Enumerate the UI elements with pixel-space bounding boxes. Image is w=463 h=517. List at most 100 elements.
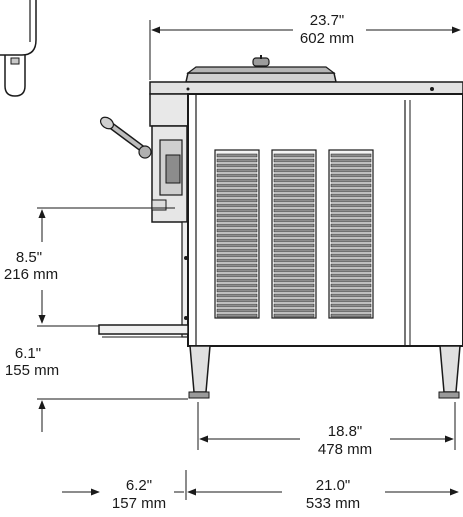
dispense-handle <box>99 116 152 159</box>
spout-clearance-metric: 216 mm <box>4 266 58 283</box>
vent-slat <box>273 283 315 288</box>
dimension-labels: 23.7" 602 mm 8.5" 216 mm 6.1" 155 mm 18.… <box>4 12 372 512</box>
vent-slat <box>273 183 315 188</box>
vent-slat <box>273 198 315 203</box>
vent-slat <box>330 283 372 288</box>
vent-slat <box>216 188 258 193</box>
vent-slat <box>330 248 372 253</box>
vent-slat <box>273 303 315 308</box>
vent-slat <box>330 198 372 203</box>
vent-slat <box>330 243 372 248</box>
vent-slat <box>216 263 258 268</box>
vent-slat <box>273 243 315 248</box>
hopper-lid <box>185 55 337 83</box>
vent-slat <box>330 253 372 258</box>
vent-slat <box>273 188 315 193</box>
vent-slat <box>273 218 315 223</box>
leg-height-metric: 155 mm <box>5 362 59 379</box>
vent-slat <box>216 158 258 163</box>
vent-slat <box>216 218 258 223</box>
vent-slat <box>216 203 258 208</box>
vent-slat <box>216 308 258 313</box>
vent-slat <box>273 233 315 238</box>
vent-slat <box>216 283 258 288</box>
vent-slat <box>216 273 258 278</box>
vent-slat <box>330 183 372 188</box>
vent-slat <box>273 268 315 273</box>
vent-slat <box>330 288 372 293</box>
vent-slat <box>330 258 372 263</box>
vent-slat <box>216 288 258 293</box>
vent-slat <box>330 313 372 318</box>
vent-slat <box>273 308 315 313</box>
vent-slat <box>330 278 372 283</box>
vent-slat <box>330 273 372 278</box>
vent-slat <box>216 193 258 198</box>
vent-slat <box>216 253 258 258</box>
vent-slat <box>273 213 315 218</box>
vent-slat <box>273 208 315 213</box>
vent-slat <box>330 228 372 233</box>
vent-slat <box>216 183 258 188</box>
vent-slat <box>216 268 258 273</box>
vent-grille <box>214 149 374 319</box>
vent-slat <box>273 203 315 208</box>
vent-slat <box>216 228 258 233</box>
vent-slat <box>273 263 315 268</box>
vent-slat <box>330 168 372 173</box>
leg-span-imperial: 18.8" <box>328 423 363 440</box>
vent-slat <box>273 173 315 178</box>
vent-slat <box>330 223 372 228</box>
vent-slat <box>216 293 258 298</box>
vent-slat <box>330 193 372 198</box>
vent-slat <box>273 258 315 263</box>
vent-slat <box>216 223 258 228</box>
vent-slat <box>330 208 372 213</box>
drip-tray-depth-metric: 157 mm <box>112 495 166 512</box>
vent-slat <box>330 173 372 178</box>
vent-slat <box>216 163 258 168</box>
vent-slat <box>330 213 372 218</box>
vent-slat <box>273 248 315 253</box>
vent-slat <box>330 263 372 268</box>
vent-slat <box>330 298 372 303</box>
vent-slat <box>273 228 315 233</box>
vent-slat <box>330 178 372 183</box>
overall-width-imperial: 23.7" <box>310 12 345 29</box>
vent-slat <box>330 158 372 163</box>
vent-slat <box>273 178 315 183</box>
vent-slat <box>216 233 258 238</box>
rear-leg <box>438 345 461 399</box>
vent-slat <box>330 233 372 238</box>
base-depth-imperial: 21.0" <box>316 477 351 494</box>
vent-slat <box>216 298 258 303</box>
vent-slat <box>273 193 315 198</box>
vent-slat <box>330 303 372 308</box>
vent-slat <box>216 168 258 173</box>
front-leg <box>188 345 211 399</box>
vent-slat <box>330 218 372 223</box>
vent-slat <box>273 158 315 163</box>
vent-slat <box>330 188 372 193</box>
vent-slat <box>216 313 258 318</box>
vent-slat <box>216 278 258 283</box>
vent-slat <box>330 238 372 243</box>
vent-slat <box>273 168 315 173</box>
vent-slat <box>216 208 258 213</box>
vent-slat <box>273 293 315 298</box>
vent-slat <box>273 253 315 258</box>
vent-slat <box>216 248 258 253</box>
vent-slat <box>273 223 315 228</box>
vent-slat <box>216 178 258 183</box>
vent-slat <box>273 278 315 283</box>
vent-slat <box>330 203 372 208</box>
vent-slat <box>273 288 315 293</box>
machine-body <box>98 55 463 399</box>
dimension-lines <box>37 20 461 500</box>
vent-slat <box>330 293 372 298</box>
vent-slat <box>216 198 258 203</box>
leg-height-imperial: 6.1" <box>15 345 41 362</box>
leg-span-metric: 478 mm <box>318 441 372 458</box>
overall-width-metric: 602 mm <box>300 30 354 47</box>
